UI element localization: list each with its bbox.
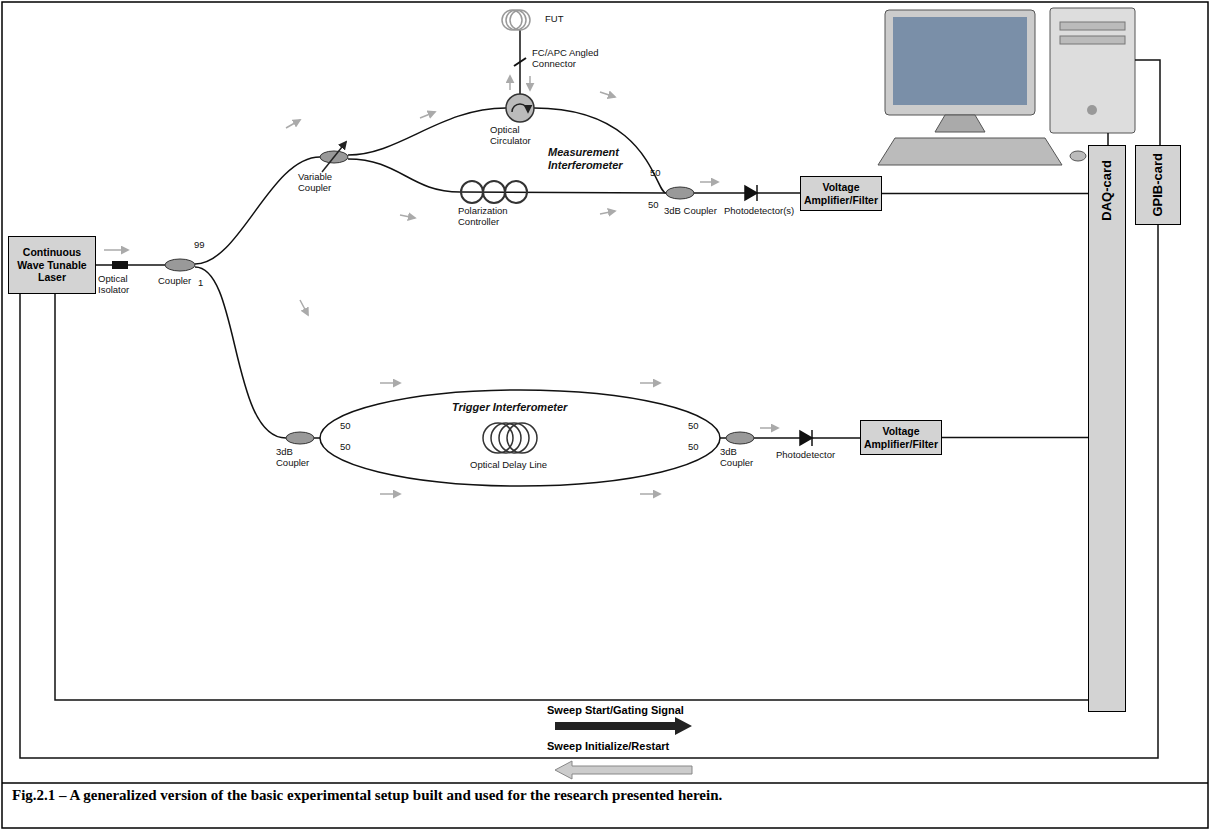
part-label: Optical Circulator xyxy=(490,125,546,147)
part-label: 3dB Coupler xyxy=(720,447,764,469)
figure-caption: Fig.2.1 – A generalized version of the b… xyxy=(12,786,1012,804)
coupler-symbol xyxy=(165,259,195,271)
part-label: 50 xyxy=(340,421,351,432)
box-text: Voltage Amplifier/Filter xyxy=(864,425,938,450)
direction-block-arrow xyxy=(555,761,692,779)
part-label: 50 xyxy=(688,421,699,432)
part-label: 1 xyxy=(198,278,203,289)
part-label: Photodetector xyxy=(776,450,835,461)
part-label: Variable Coupler xyxy=(298,172,350,194)
photodiode-symbol xyxy=(745,185,812,446)
signal-wire xyxy=(942,437,1088,439)
polarization-paddles xyxy=(461,181,527,203)
signal-wire xyxy=(55,294,1088,700)
part-label: Coupler xyxy=(158,276,191,287)
device-box: Voltage Amplifier/Filter xyxy=(800,176,882,211)
angled-connector xyxy=(514,58,526,66)
part-label: Photodetector(s) xyxy=(724,206,794,217)
optical-fibers xyxy=(96,30,860,486)
part-label: Polarization Controller xyxy=(458,206,536,228)
signal-label: Sweep Initialize/Restart xyxy=(545,740,671,752)
circulator-symbol xyxy=(506,94,534,122)
delay-coil xyxy=(483,423,537,453)
direction-arrows xyxy=(104,76,778,494)
part-label: 50 xyxy=(340,442,351,453)
coupler-symbol xyxy=(286,432,314,444)
computer-cables xyxy=(1108,60,1160,145)
box-text: Voltage Amplifier/Filter xyxy=(804,181,878,206)
device-box: Voltage Amplifier/Filter xyxy=(860,420,942,455)
part-label: Optical Isolator xyxy=(98,274,143,296)
coupler-symbol xyxy=(666,187,694,199)
part-label: 50 xyxy=(650,168,661,179)
circulator-arrow xyxy=(512,104,528,112)
box-text: Continuous Wave Tunable Laser xyxy=(13,246,91,284)
part-label: FC/APC Angled Connector xyxy=(532,48,612,70)
computer-icon xyxy=(878,8,1135,165)
variable-arrow xyxy=(322,142,346,172)
part-label: Trigger Interferometer xyxy=(452,401,567,414)
part-label: FUT xyxy=(545,14,563,25)
isolator-symbol xyxy=(112,261,128,269)
fiber-coil xyxy=(502,10,530,30)
direction-block-arrow xyxy=(555,717,692,735)
part-label: 50 xyxy=(648,200,659,211)
card-box: DAQ-card xyxy=(1088,145,1126,712)
box-text: GPIB-card xyxy=(1150,153,1166,217)
part-label: 3dB Coupler xyxy=(276,447,320,469)
signal-label: Sweep Start/Gating Signal xyxy=(545,704,686,716)
part-label: 3dB Coupler xyxy=(664,206,724,217)
signal-wire xyxy=(20,225,1158,758)
card-box: GPIB-card xyxy=(1135,145,1181,225)
box-text: DAQ-card xyxy=(1099,160,1115,221)
part-label: 99 xyxy=(194,240,205,251)
device-box: Continuous Wave Tunable Laser xyxy=(8,236,96,294)
part-label: Optical Delay Line xyxy=(470,460,547,471)
caption-rule xyxy=(2,782,1208,784)
part-label: 50 xyxy=(688,442,699,453)
coupler-symbol xyxy=(726,432,754,444)
signal-wire xyxy=(882,193,1088,195)
part-label: Measurement Interferometer xyxy=(548,146,634,171)
